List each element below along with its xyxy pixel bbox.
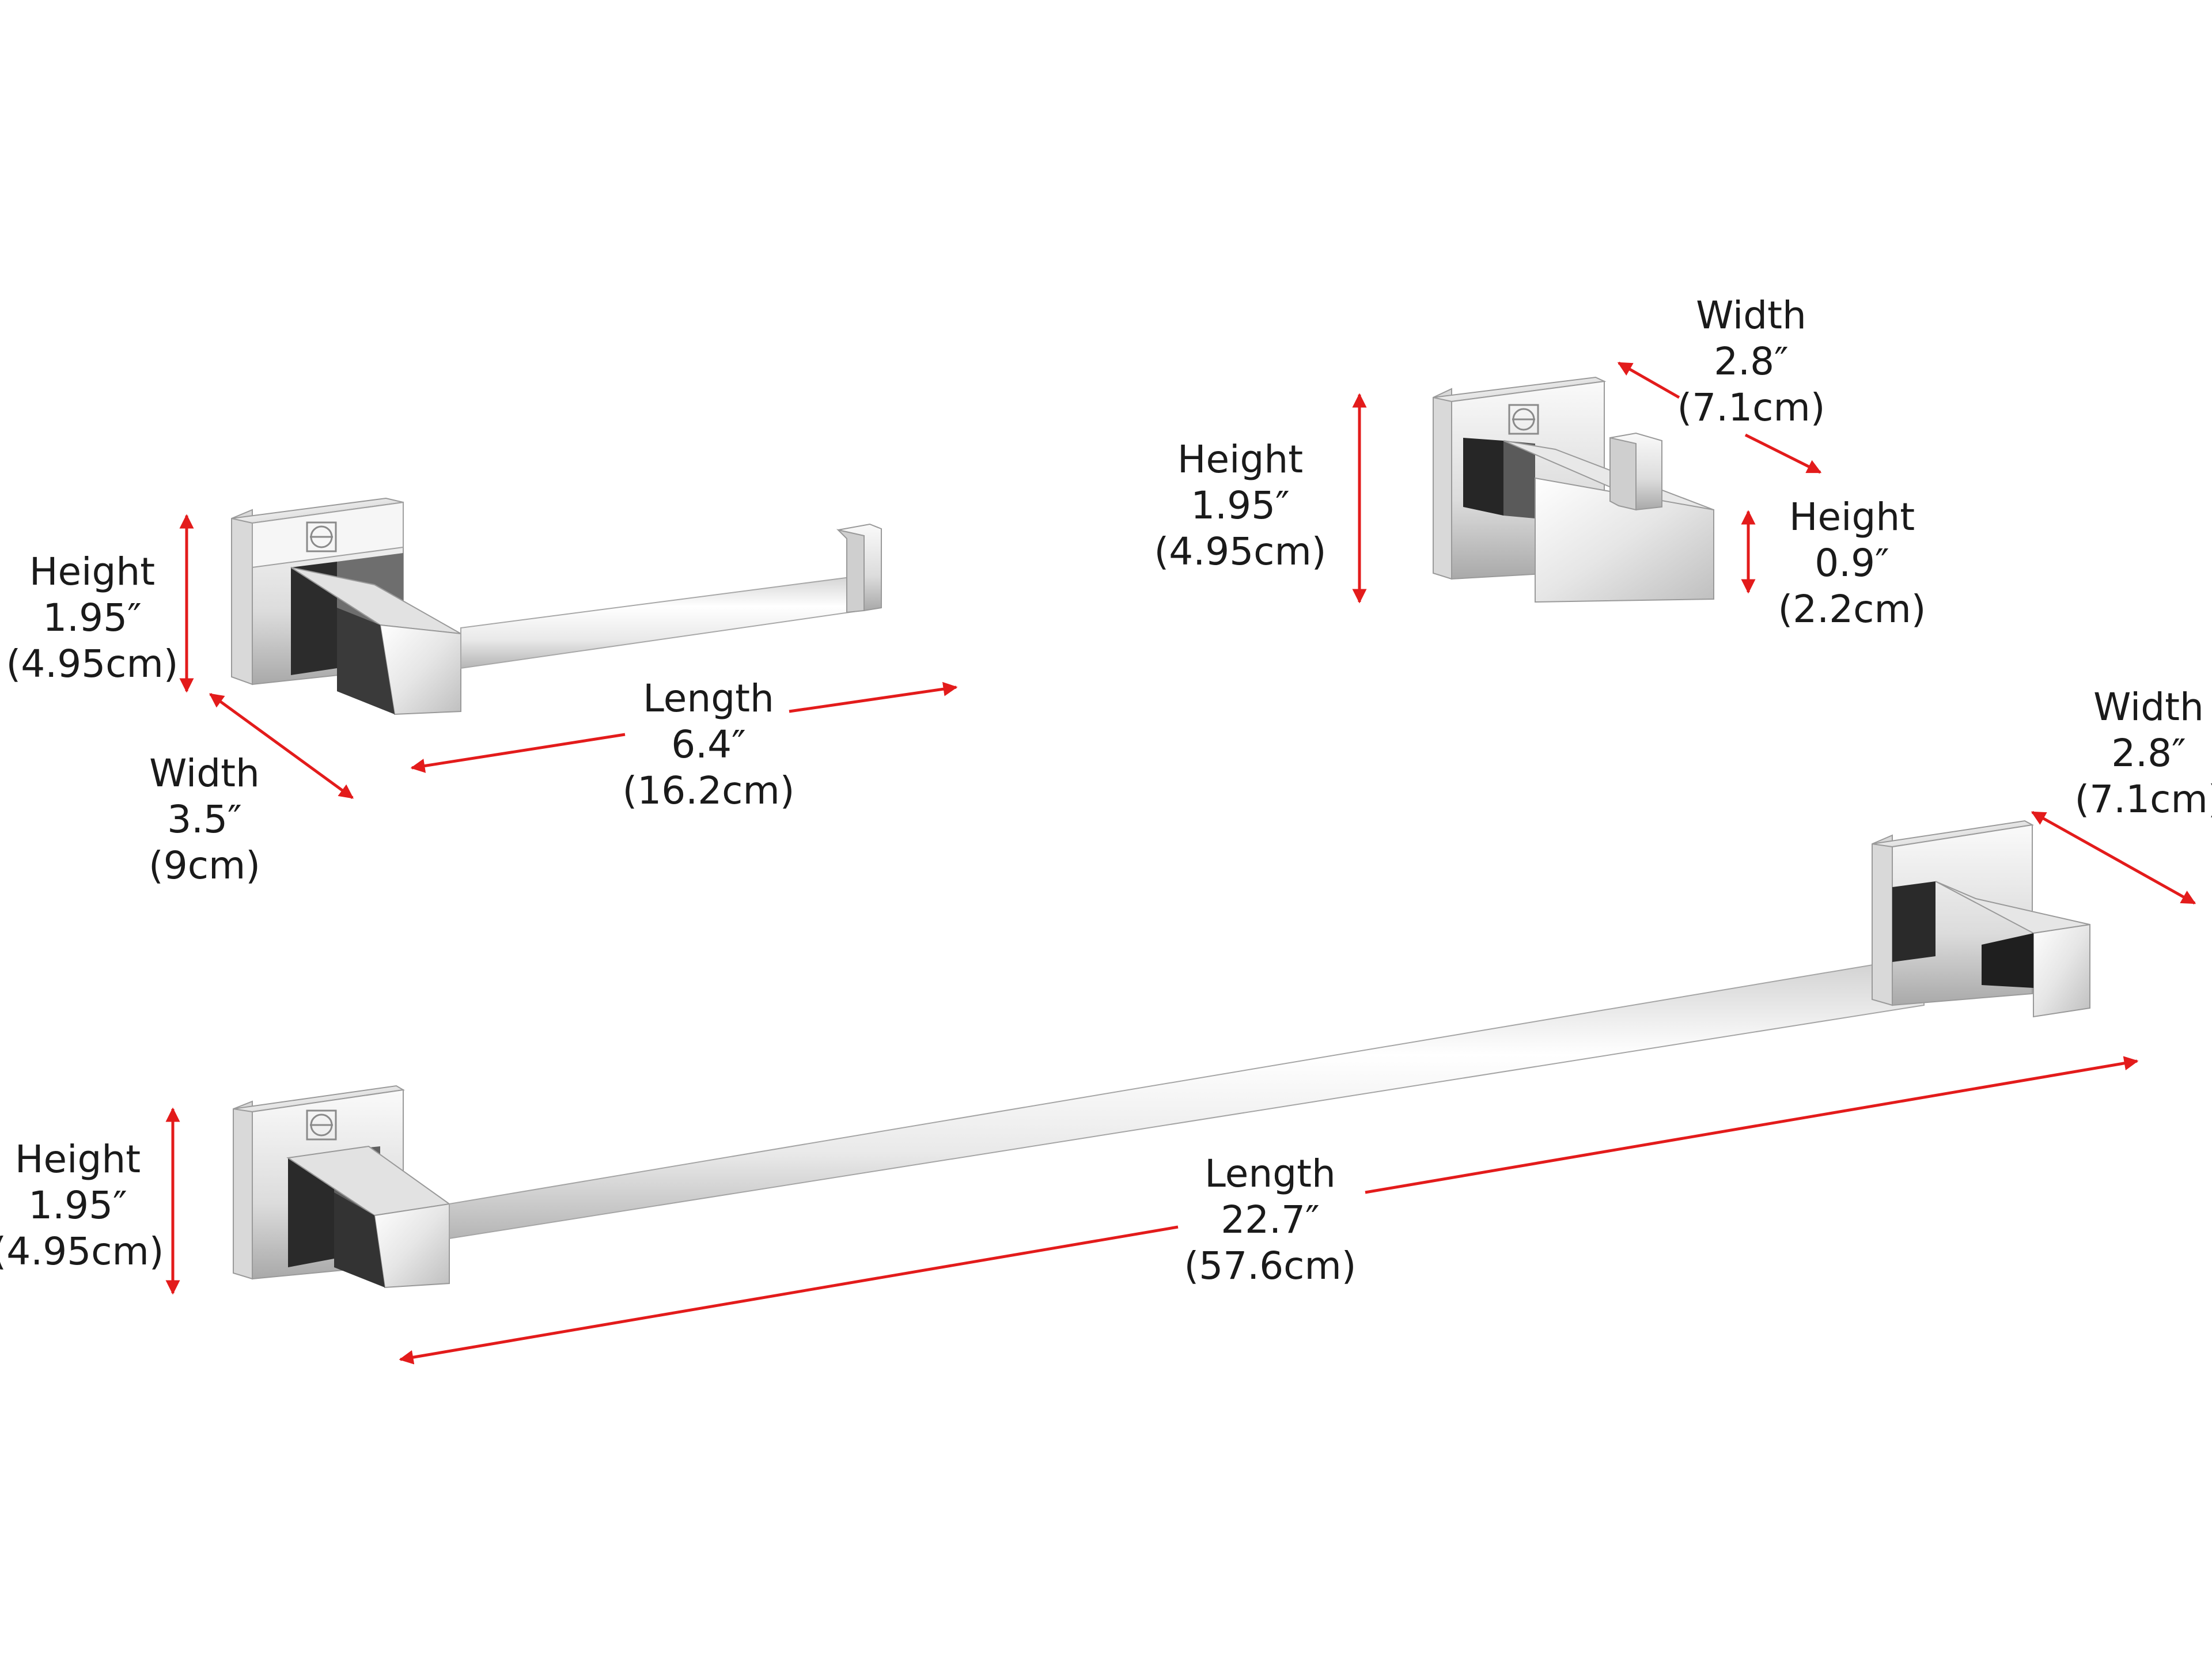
circle-slash-logo-icon (306, 521, 337, 552)
svg-text:Width: Width (2093, 685, 2204, 729)
svg-text:6.4″: 6.4″ (671, 722, 746, 767)
svg-text:(4.95cm): (4.95cm) (0, 1229, 164, 1274)
toilet-paper-holder (231, 497, 882, 715)
svg-text:(57.6cm): (57.6cm) (1184, 1244, 1356, 1288)
hook-height-label: Height 1.95″ (4.95cm) (1154, 437, 1326, 574)
svg-text:(4.95cm): (4.95cm) (6, 642, 178, 686)
towel-bar-right-bracket (1872, 834, 1893, 1006)
svg-text:Height: Height (15, 1137, 141, 1181)
svg-text:Height: Height (1177, 437, 1303, 482)
hook-wall-plate (1433, 388, 1452, 580)
svg-text:1.95″: 1.95″ (28, 1183, 127, 1228)
svg-text:2.8″: 2.8″ (2111, 731, 2186, 775)
hook-width-arrow-upper (1617, 361, 1680, 399)
svg-text:0.9″: 0.9″ (1815, 541, 1889, 585)
svg-text:Length: Length (1205, 1152, 1336, 1196)
tp-length-label: Length 6.4″ (16.2cm) (622, 676, 794, 813)
towel-bar-width-label: Width 2.8″ (7.1cm) (2074, 685, 2212, 821)
tp-width-arrow (209, 692, 354, 800)
robe-hook (1433, 376, 1714, 603)
svg-text:Height: Height (1789, 495, 1915, 539)
tp-spindle (460, 572, 882, 669)
towel-bar-length-arrow-right (1365, 1056, 2139, 1194)
svg-text:(7.1cm): (7.1cm) (2074, 777, 2212, 821)
svg-text:1.95″: 1.95″ (1191, 483, 1290, 528)
tp-width-label: Width 3.5″ (9cm) (149, 751, 260, 888)
towel-bar-width-arrow (2031, 810, 2196, 905)
towel-bar-left-bracket (233, 1100, 253, 1280)
circle-slash-logo-icon (1508, 404, 1539, 435)
hook-prong-height-label: Height 0.9″ (2.2cm) (1778, 495, 1926, 631)
svg-text:Height: Height (29, 550, 155, 594)
towel-bar-length-arrow-left (399, 1225, 1179, 1365)
towel-bar (233, 820, 2090, 1289)
circle-slash-logo-icon (306, 1109, 337, 1141)
svg-text:Length: Length (643, 676, 774, 721)
tp-length-arrow-right (789, 681, 958, 713)
svg-text:(9cm): (9cm) (149, 843, 260, 888)
svg-text:(16.2cm): (16.2cm) (622, 768, 794, 813)
svg-text:(7.1cm): (7.1cm) (1677, 385, 1825, 430)
svg-text:22.7″: 22.7″ (1221, 1198, 1320, 1242)
tp-length-arrow-left (410, 733, 626, 773)
towel-bar-rod (449, 955, 1925, 1240)
svg-text:Width: Width (1696, 293, 1806, 338)
hook-width-arrow-lower (1744, 433, 1822, 474)
tp-wall-plate (231, 509, 253, 685)
svg-text:(2.2cm): (2.2cm) (1778, 587, 1926, 631)
towel-bar-length-label: Length 22.7″ (57.6cm) (1184, 1152, 1356, 1288)
towel-bar-height-label: Height 1.95″ (4.95cm) (0, 1137, 164, 1274)
tp-height-label: Height 1.95″ (4.95cm) (6, 550, 178, 686)
svg-text:(4.95cm): (4.95cm) (1154, 529, 1326, 574)
svg-text:1.95″: 1.95″ (43, 596, 142, 640)
svg-text:Width: Width (149, 751, 260, 796)
svg-text:3.5″: 3.5″ (167, 797, 242, 842)
svg-text:2.8″: 2.8″ (1714, 339, 1789, 384)
hook-width-label: Width 2.8″ (7.1cm) (1677, 293, 1825, 430)
